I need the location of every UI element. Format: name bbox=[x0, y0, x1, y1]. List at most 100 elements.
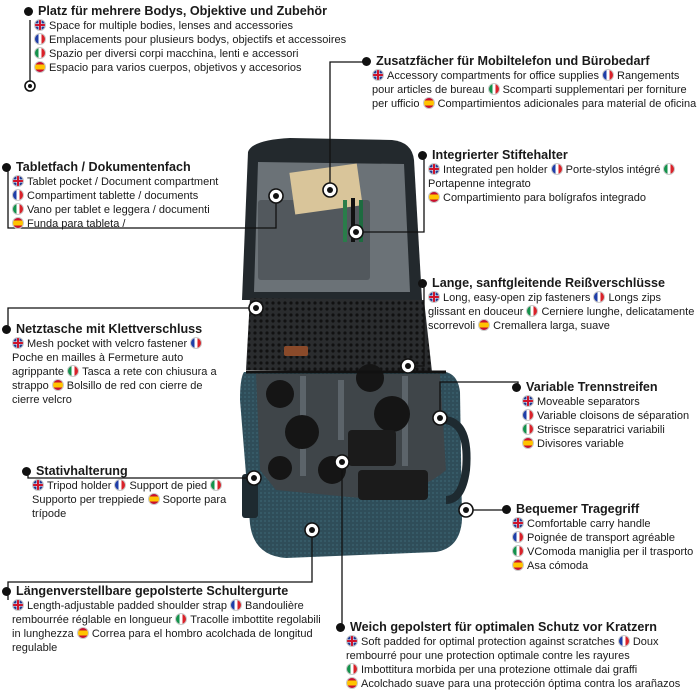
fr-flag-icon bbox=[34, 33, 46, 45]
bullet-dot bbox=[2, 163, 11, 172]
text-it: Imbottitura morbida per una protezione o… bbox=[361, 664, 638, 676]
text-fr: Emplacements pour plusieurs bodys, objec… bbox=[49, 34, 347, 46]
uk-flag-icon bbox=[34, 19, 46, 31]
es-flag-icon bbox=[76, 627, 89, 639]
callout-title: Weich gepolstert für optimalen Schutz vo… bbox=[336, 620, 700, 635]
lens-4 bbox=[285, 415, 319, 449]
text-it: Supporto per treppiede bbox=[32, 494, 145, 506]
text-it: VComoda maniglia per il trasporto bbox=[527, 546, 694, 558]
leader-dividers bbox=[439, 381, 519, 418]
leader-tablet bbox=[7, 168, 277, 229]
callout-lines: Tablet pocket / Document compartment Com… bbox=[12, 175, 242, 231]
text-en: Mesh pocket with velcro fastener bbox=[27, 338, 188, 350]
callout-title: Variable Trennstreifen bbox=[512, 380, 700, 395]
callout-lines: Accessory compartments for office suppli… bbox=[372, 69, 700, 111]
text-it: Tasca a rete con chiusura a strappo bbox=[12, 366, 217, 392]
callout-title: Platz für mehrere Bodys, Objektive und Z… bbox=[24, 4, 354, 19]
text-fr: Rangements pour articles de bureau bbox=[372, 70, 680, 96]
fr-flag-icon bbox=[12, 189, 24, 201]
text-en: Soft padded for optimal protection again… bbox=[361, 636, 615, 648]
text-es: Divisores variable bbox=[537, 438, 624, 450]
text-it: Spazio per diversi corpi macchina, lenti… bbox=[49, 48, 299, 60]
camera-body-2 bbox=[358, 470, 428, 500]
text-es: Correa para el hombro acolchada de longi… bbox=[12, 628, 313, 654]
callout-title: Stativhalterung bbox=[22, 464, 228, 479]
bullet-dot bbox=[24, 7, 33, 16]
uk-flag-icon bbox=[428, 291, 440, 303]
callout-tablet: Tabletfach / Dokumentenfach Tablet pocke… bbox=[2, 160, 242, 231]
text-it: Strisce separatrici variabili bbox=[537, 424, 665, 436]
lens-3 bbox=[374, 396, 410, 432]
text-it: Scomparti supplementari per forniture pe… bbox=[372, 84, 687, 110]
callout-office: Zusatzfächer für Mobiltelefon und Bürobe… bbox=[362, 54, 700, 111]
es-flag-icon bbox=[34, 61, 46, 73]
callout-title: Lange, sanftgleitende Reißverschlüsse bbox=[418, 276, 700, 291]
bullet-dot bbox=[2, 325, 11, 334]
callout-lines: Integrated pen holder Porte-stylos intég… bbox=[428, 163, 700, 205]
callout-tripod: Stativhalterung Tripod holder Support de… bbox=[22, 464, 228, 521]
uk-flag-icon bbox=[512, 517, 524, 529]
text-fr: Poche en mailles à Fermeture auto agripp… bbox=[12, 352, 184, 378]
it-flag-icon bbox=[12, 203, 24, 215]
text-es: Compartimiento para bolígrafos integrado bbox=[443, 192, 647, 204]
text-fr: Support de pied bbox=[129, 480, 208, 492]
text-es: Asa cómoda bbox=[527, 560, 589, 572]
text-es: Acolchado suave para una protección ópti… bbox=[361, 678, 681, 690]
text-es: Espacio para varios cuerpos, objetivos y… bbox=[49, 62, 302, 74]
it-flag-icon bbox=[34, 47, 46, 59]
fr-flag-icon bbox=[617, 635, 630, 647]
it-flag-icon bbox=[487, 83, 500, 95]
velcro-strap bbox=[284, 346, 308, 356]
callout-title: Integrierter Stiftehalter bbox=[418, 148, 700, 163]
callout-strap: Längenverstellbare gepolsterte Schulterg… bbox=[2, 584, 332, 655]
uk-flag-icon bbox=[12, 599, 24, 611]
fr-flag-icon bbox=[593, 291, 606, 303]
callout-title-text: Tabletfach / Dokumentenfach bbox=[16, 160, 191, 174]
text-fr: Bandoulière rembourrée réglable en longu… bbox=[12, 600, 304, 626]
callout-padding: Weich gepolstert für optimalen Schutz vo… bbox=[336, 620, 700, 691]
callout-slots: Platz für mehrere Bodys, Objektive und Z… bbox=[24, 4, 354, 75]
callout-title: Tabletfach / Dokumentenfach bbox=[2, 160, 242, 175]
bullet-dot bbox=[2, 587, 11, 596]
text-es: Funda para tableta / bbox=[27, 218, 126, 230]
callout-lines: Space for multiple bodies, lenses and ac… bbox=[34, 19, 354, 75]
bullet-dot bbox=[418, 279, 427, 288]
text-fr: Poignée de transport agréable bbox=[527, 532, 675, 544]
lens-1 bbox=[266, 380, 294, 408]
text-es: Cremallera larga, suave bbox=[493, 320, 610, 332]
callout-lines: Moveable separators Variable cloisons de… bbox=[522, 395, 700, 451]
callout-zip: Lange, sanftgleitende Reißverschlüsse Lo… bbox=[418, 276, 700, 333]
uk-flag-icon bbox=[12, 337, 24, 349]
callout-handle: Bequemer Tragegriff Comfortable carry ha… bbox=[502, 502, 700, 573]
callout-title-text: Längenverstellbare gepolsterte Schulterg… bbox=[16, 584, 289, 598]
text-en: Length-adjustable padded shoulder strap bbox=[27, 600, 227, 612]
tablet-pocket bbox=[258, 200, 370, 280]
text-es: Bolsillo de red con cierre de cierre vel… bbox=[12, 380, 203, 406]
text-es: Compartimientos adicionales para materia… bbox=[437, 98, 697, 110]
callout-lines: Long, easy-open zip fasteners Longs zips… bbox=[428, 291, 700, 333]
bullet-dot bbox=[502, 505, 511, 514]
callout-dividers: Variable Trennstreifen Moveable separato… bbox=[512, 380, 700, 451]
callout-lines: Length-adjustable padded shoulder strap … bbox=[12, 599, 332, 655]
es-flag-icon bbox=[512, 559, 524, 571]
es-flag-icon bbox=[428, 191, 440, 203]
callout-lines: Soft padded for optimal protection again… bbox=[346, 635, 700, 691]
it-flag-icon bbox=[210, 479, 223, 491]
callout-title-text: Variable Trennstreifen bbox=[526, 380, 658, 394]
callout-title: Zusatzfächer für Mobiltelefon und Bürobe… bbox=[362, 54, 700, 69]
fr-flag-icon bbox=[230, 599, 243, 611]
fr-flag-icon bbox=[114, 479, 127, 491]
callout-lines: Comfortable carry handle Poignée de tran… bbox=[512, 517, 700, 573]
it-flag-icon bbox=[512, 545, 524, 557]
fr-flag-icon bbox=[602, 69, 615, 81]
es-flag-icon bbox=[422, 97, 435, 109]
es-flag-icon bbox=[51, 379, 64, 391]
uk-flag-icon bbox=[346, 635, 358, 647]
callout-title: Längenverstellbare gepolsterte Schulterg… bbox=[2, 584, 332, 599]
text-en: Accessory compartments for office suppli… bbox=[387, 70, 599, 82]
text-it: Tracolle imbottite regolabili in lunghez… bbox=[12, 614, 321, 640]
bullet-dot bbox=[22, 467, 31, 476]
fr-flag-icon bbox=[550, 163, 563, 175]
it-flag-icon bbox=[526, 305, 539, 317]
es-flag-icon bbox=[522, 437, 534, 449]
